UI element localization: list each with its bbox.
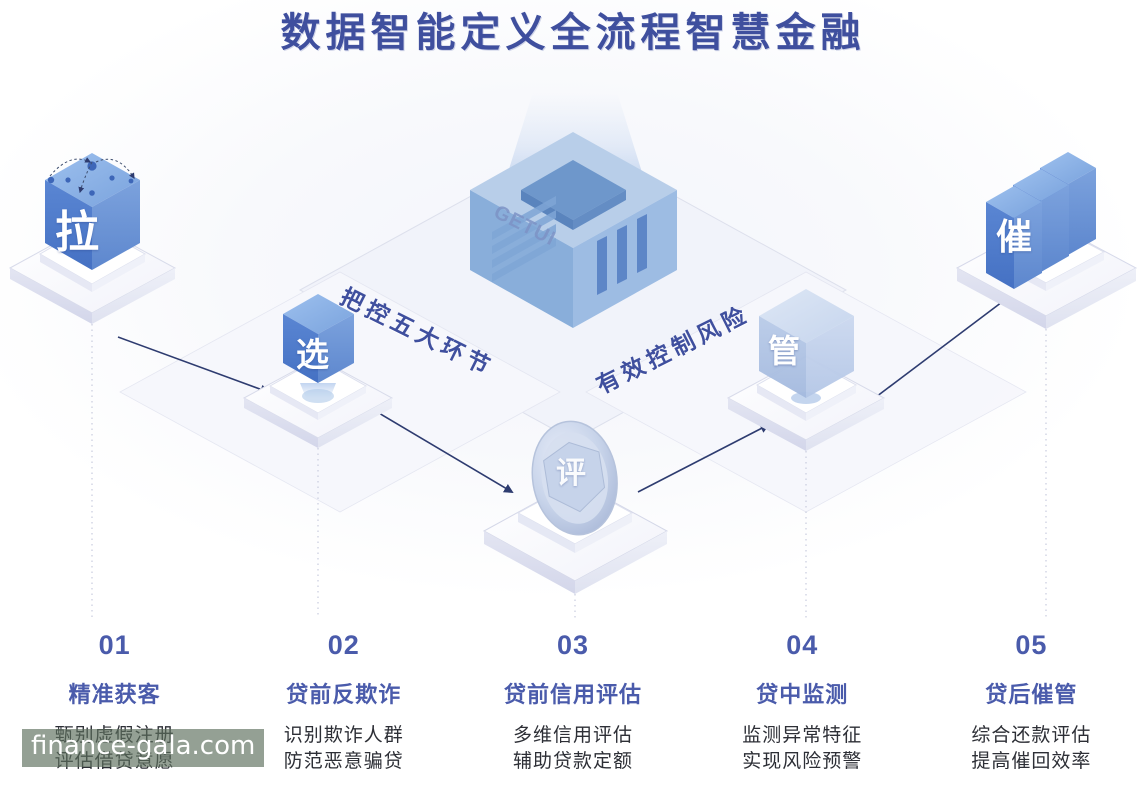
stage-detail-line: 辅助贷款定额 — [513, 751, 634, 773]
page-title: 数据智能定义全流程智慧金融 — [280, 11, 866, 55]
node-rate-glyph: 评 — [556, 457, 586, 490]
node-collect-glyph: 催 — [996, 216, 1033, 257]
node-manage-glyph: 管 — [768, 333, 801, 369]
stage-number: 05 — [1015, 630, 1048, 660]
stage-heading: 精准获客 — [68, 682, 161, 707]
node-rate-group — [482, 420, 669, 594]
stage-detail-line: 防范恶意骗贷 — [283, 751, 404, 773]
caption-control-five-stages: 把控五大环节 — [336, 283, 499, 382]
stage-number: 04 — [786, 630, 819, 660]
stage-detail-line: 实现风险预警 — [742, 751, 863, 773]
node-pull-glyph: 拉 — [55, 208, 99, 257]
stage-number: 03 — [556, 630, 590, 660]
stage-column-01[interactable]: 01 精准获客 甄别虚假注册 评估借贷意愿 — [0, 632, 229, 800]
stage-heading: 贷前反欺诈 — [286, 682, 402, 707]
network-dots-icon — [47, 161, 134, 196]
stage-heading: 贷前信用评估 — [504, 682, 643, 707]
stage-column-03[interactable]: 03 贷前信用评估 多维信用评估 辅助贷款定额 — [458, 632, 687, 800]
stage-column-05[interactable]: 05 贷后催管 综合还款评估 提高催回效率 — [917, 632, 1146, 800]
stage-detail-line: 识别欺诈人群 — [283, 725, 404, 747]
caption-control-risk: 有效控制风险 — [592, 300, 755, 399]
site-watermark: finance-gala.com — [22, 729, 265, 767]
stage-column-02[interactable]: 02 贷前反欺诈 识别欺诈人群 防范恶意骗贷 — [229, 632, 458, 800]
arrow-02-to-03 — [361, 402, 514, 493]
stage-detail-line: 提高催回效率 — [971, 751, 1092, 773]
node-select-glyph: 选 — [296, 336, 329, 373]
stage-number: 02 — [327, 630, 360, 660]
stage-detail-line: 综合还款评估 — [971, 725, 1092, 747]
node-collect-group — [955, 152, 1138, 329]
arrow-03-to-04 — [637, 424, 770, 493]
getui-wordmark: GETUI — [490, 201, 560, 251]
stage-legend: 01 精准获客 甄别虚假注册 评估借贷意愿 02 贷前反欺诈 识别欺诈人群 防范… — [0, 632, 1146, 800]
stage-column-04[interactable]: 04 贷中监测 监测异常特征 实现风险预警 — [688, 632, 917, 800]
arrow-04-to-05 — [871, 294, 1012, 401]
node-manage-group — [726, 289, 886, 451]
stage-detail-line: 监测异常特征 — [742, 725, 863, 747]
hover-beam — [300, 383, 336, 398]
facade-fins-right — [597, 214, 647, 295]
stage-heading: 贷后催管 — [985, 682, 1078, 707]
stage-heading: 贷中监测 — [756, 682, 849, 707]
stage-detail-line: 多维信用评估 — [513, 725, 634, 747]
stage-number: 01 — [98, 630, 131, 660]
arrow-01-to-02 — [117, 336, 270, 394]
light-beam — [505, 92, 645, 182]
